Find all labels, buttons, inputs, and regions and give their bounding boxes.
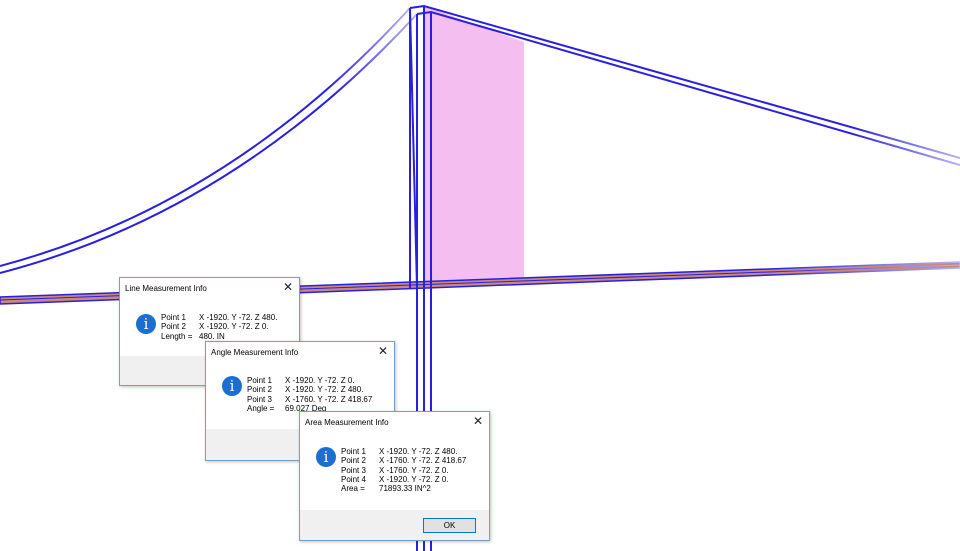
dialog-title: Line Measurement Info xyxy=(125,284,207,293)
measurement-row: Area =71893.33 IN^2 xyxy=(341,484,431,494)
measurement-row: Angle =69.027 Deg xyxy=(247,403,327,413)
close-icon[interactable]: ✕ xyxy=(377,344,388,358)
info-icon: i xyxy=(136,314,156,334)
ok-button[interactable]: OK xyxy=(423,518,476,533)
dialog-title: Angle Measurement Info xyxy=(211,348,299,357)
dialog-footer: OK xyxy=(300,510,489,540)
highlighted-area xyxy=(424,6,524,285)
hangers xyxy=(4,37,943,302)
dialog-title: Area Measurement Info xyxy=(305,418,389,427)
close-icon[interactable]: ✕ xyxy=(282,280,293,294)
close-icon[interactable]: ✕ xyxy=(472,414,483,428)
info-icon: i xyxy=(316,447,336,467)
measurement-row: Length =480. IN xyxy=(161,331,225,341)
info-icon: i xyxy=(222,376,242,396)
